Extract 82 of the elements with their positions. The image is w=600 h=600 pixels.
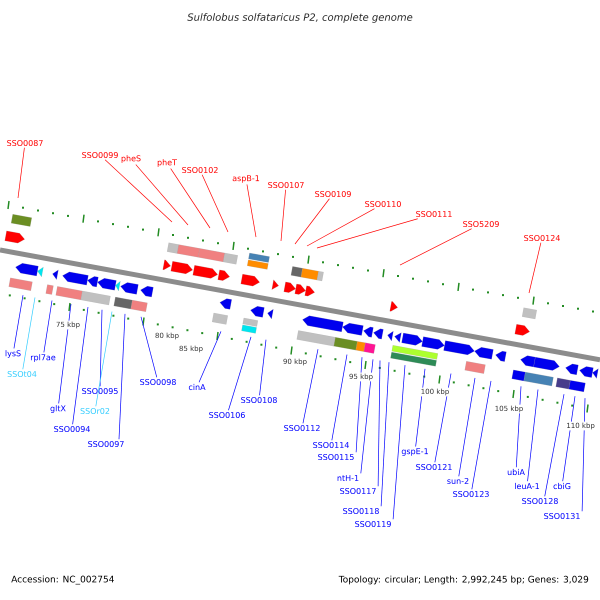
leader-line <box>135 164 188 226</box>
leader-line <box>18 147 25 198</box>
leader-line <box>562 396 576 482</box>
leader-line <box>527 389 538 482</box>
gene-label: SSO0108 <box>241 396 277 404</box>
leader-line <box>202 174 228 232</box>
footer-text: Topology: circular; Length: 2,992,245 bp; Genes: 3,029 <box>338 576 588 584</box>
gene-label: SSO0097 <box>88 440 124 448</box>
leader-line <box>380 362 390 507</box>
leader-line <box>434 373 452 463</box>
gene-label: rpl7ae <box>30 354 56 362</box>
leader-line <box>72 306 88 425</box>
leader-line <box>458 378 476 477</box>
leader-line <box>259 339 266 396</box>
leader-line <box>378 360 380 487</box>
gene-label: SSO5209 <box>463 220 499 228</box>
leader-line <box>104 159 172 222</box>
title: Sulfolobus solfataricus P2, complete genome <box>187 13 412 23</box>
gene-label: cbiG <box>554 482 570 490</box>
leader-line <box>14 294 24 349</box>
gene-label: SSO0087 <box>7 140 43 146</box>
gene-label: SSO0118 <box>343 508 379 514</box>
gene-label: ubiA <box>508 468 525 476</box>
gene-label: SSO0094 <box>54 426 90 432</box>
gene-label: SSO0123 <box>453 490 489 498</box>
gene-label: gspE-1 <box>402 448 428 456</box>
leader-line <box>400 228 472 266</box>
leader-line <box>582 398 586 512</box>
gene-label: SSO0110 <box>365 200 401 208</box>
leader-line <box>44 300 52 353</box>
gene-label: SSO0114 <box>313 442 349 448</box>
gene-label: SSO0124 <box>524 234 560 242</box>
leader-line <box>95 311 112 407</box>
gene-label: SSO0128 <box>522 498 558 504</box>
gene-label: SSO0099 <box>82 152 118 158</box>
gene-label: SSO0121 <box>416 464 452 470</box>
gene-label: cinA <box>188 384 206 390</box>
leader-line <box>302 348 318 424</box>
leader-line <box>118 314 126 440</box>
gene-label: SSOt04 <box>8 370 36 378</box>
leader-line <box>306 208 375 246</box>
leader-line <box>58 304 72 404</box>
leader-line <box>544 394 564 497</box>
footer-text: Accession: NC_002754 <box>11 576 114 584</box>
leader-line <box>516 386 522 468</box>
leader-line <box>471 380 492 490</box>
leader-line <box>360 358 374 474</box>
leader-line <box>528 242 542 294</box>
leader-line <box>331 354 348 441</box>
gene-label: SSO0119 <box>355 520 391 528</box>
leader-line <box>100 309 102 387</box>
gene-label: pheS <box>122 155 141 163</box>
gene-label: SSO0111 <box>416 210 452 218</box>
leader-line <box>356 356 362 453</box>
gene-label: SSO0102 <box>182 166 218 174</box>
gene-label: SSO0115 <box>318 454 354 460</box>
gene-label: SSOr02 <box>80 408 110 414</box>
leader-line <box>316 218 418 248</box>
gene-label: sun-2 <box>447 478 468 484</box>
gene-label: gltX <box>50 405 66 413</box>
gene-label: lysS <box>6 350 21 358</box>
gene-label: aspB-1 <box>232 175 260 183</box>
gene-label: ntH-1 <box>338 475 358 481</box>
gene-label: SSO0106 <box>209 412 245 418</box>
leader-line <box>246 184 256 238</box>
gene-label: SSO0098 <box>140 378 176 386</box>
leader-line <box>22 297 36 370</box>
leader-line <box>294 198 330 244</box>
gene-label: SSO0112 <box>284 424 320 432</box>
gene-label: SSO0117 <box>340 488 376 494</box>
gene-label: pheT <box>158 159 177 167</box>
leader-line <box>198 331 222 383</box>
gene-label: SSO0131 <box>544 512 580 520</box>
gene-label: SSO0109 <box>315 190 351 198</box>
leader-line <box>415 368 426 447</box>
leader-line <box>170 168 210 228</box>
gene-label: leuA-1 <box>515 482 540 490</box>
leader-line <box>140 316 158 378</box>
gene-label: SSO0107 <box>268 182 304 188</box>
leader-line <box>280 189 286 242</box>
leader-line <box>392 364 406 520</box>
leader-line <box>228 336 252 411</box>
